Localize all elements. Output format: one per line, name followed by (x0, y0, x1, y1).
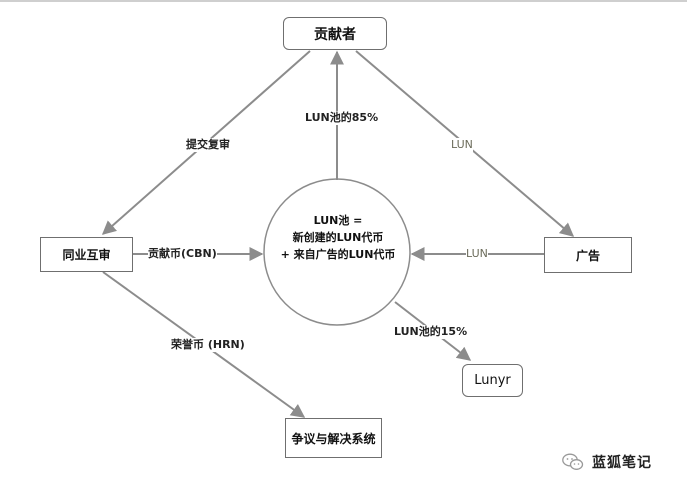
node-peer-review: 同业互审 (40, 237, 133, 272)
label-lun-right: LUN (466, 247, 488, 261)
label-submit-review: 提交复审 (186, 138, 230, 152)
label-cbn: 贡献币(CBN) (148, 247, 217, 261)
top-border (0, 0, 687, 2)
wechat-icon (562, 453, 584, 470)
node-dispute-label: 争议与解决系统 (291, 431, 376, 446)
node-contributor-label: 贡献者 (314, 26, 356, 43)
lun-pool-text: LUN池 = 新创建的LUN代币 + 来自广告的LUN代币 (268, 212, 408, 263)
watermark: 蓝狐笔记 (562, 449, 652, 475)
node-lunyr-label: Lunyr (474, 373, 511, 388)
label-pool-15: LUN池的15% (394, 325, 468, 339)
pool-line-2: 新创建的LUN代币 (292, 231, 384, 244)
pool-line-1: LUN池 = (313, 214, 363, 227)
node-advertising-label: 广告 (575, 248, 600, 263)
label-pool-85: LUN池的85% (305, 111, 379, 125)
pool-line-3: + 来自广告的LUN代币 (280, 248, 396, 261)
node-advertising: 广告 (544, 237, 632, 273)
label-hrn: 荣誉币 (HRN) (171, 338, 245, 352)
watermark-text: 蓝狐笔记 (592, 455, 652, 471)
node-dispute: 争议与解决系统 (285, 418, 382, 458)
label-lun-top: LUN (451, 138, 473, 152)
node-peer-review-label: 同业互审 (62, 248, 111, 262)
node-contributor: 贡献者 (283, 17, 387, 50)
node-lunyr: Lunyr (462, 364, 523, 397)
